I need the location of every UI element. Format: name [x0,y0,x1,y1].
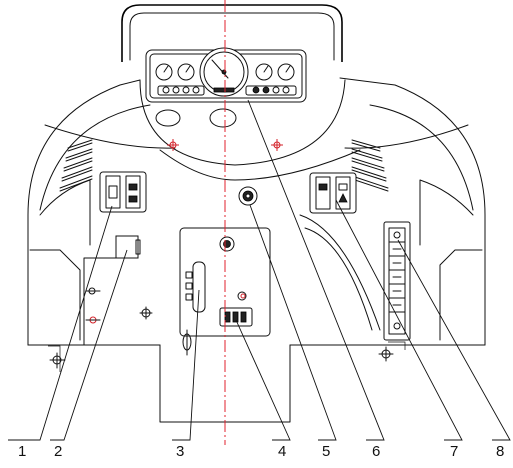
callout-label-2: 2 [54,443,62,460]
center-control-panel [179,186,271,337]
steering-handle-loop [121,4,343,62]
right-switch-panel [309,172,357,214]
callout-labels: 1 2 3 4 5 6 7 8 [18,443,504,460]
round-lamp-left [155,109,181,127]
callout-label-1: 1 [18,443,26,460]
left-switch-panel [99,171,147,213]
gauge-right-1 [255,63,273,81]
crosshair-markers [48,306,406,372]
instrument-cluster [145,47,307,103]
left-connector [83,235,141,346]
callout-label-5: 5 [322,443,330,460]
vent-slots-right [351,139,389,192]
callout-label-4: 4 [278,443,286,460]
callout-label-3: 3 [176,443,184,460]
reference-marks [167,139,283,151]
gauge-right-2 [277,63,295,81]
fuse-box [383,221,411,341]
callout-label-8: 8 [496,443,504,460]
vent-slots-left [59,139,93,192]
gauge-left-2 [177,63,195,81]
leader-lines [8,99,511,441]
round-lamp-center [209,108,237,128]
rocker-switch-vertical [192,261,206,313]
dashboard-body-outline [27,77,486,423]
callout-label-6: 6 [372,443,380,460]
callout-label-7: 7 [450,443,458,460]
gauge-left-1 [155,63,173,81]
